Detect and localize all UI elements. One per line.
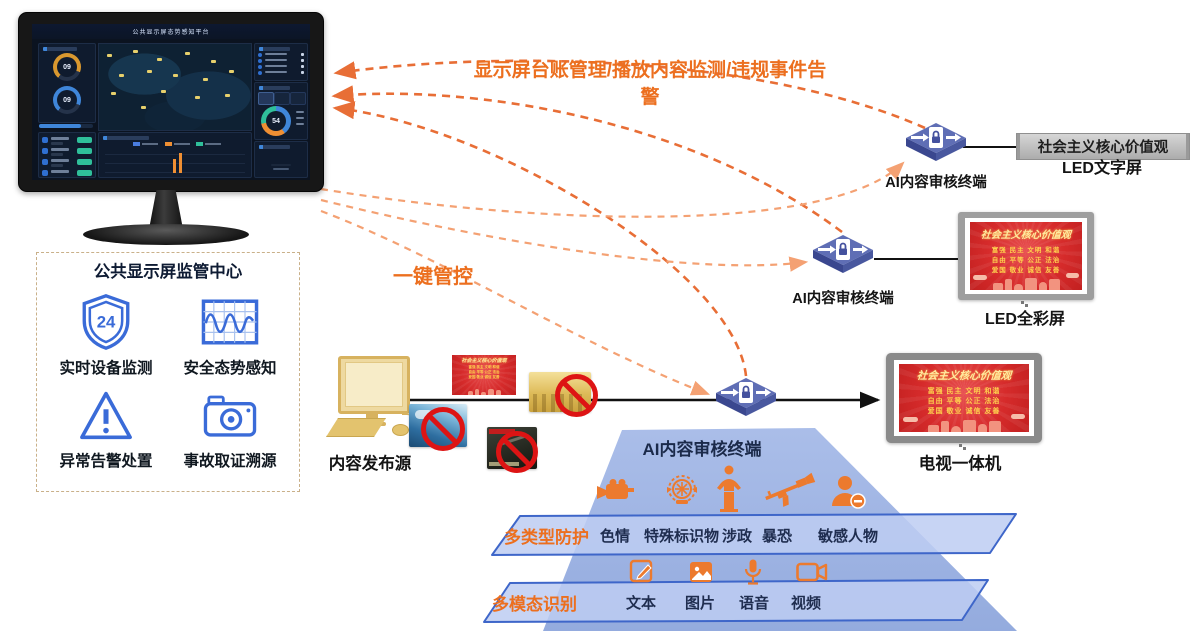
led-text-label: LED文字屏 xyxy=(1061,160,1142,177)
led-color-stand xyxy=(1021,301,1030,308)
control-arrow-1 xyxy=(320,161,905,218)
feature-security-awareness: 安全态势感知 xyxy=(175,293,285,378)
alarm-chart-panel xyxy=(98,132,252,178)
emblem-icon xyxy=(667,475,697,504)
modality-label: 多模态识别 xyxy=(492,595,577,614)
led-text-sign: 社会主义核心价值观 xyxy=(1016,133,1190,160)
source-keyboard xyxy=(326,418,386,437)
tv-screen: 社会主义核心价值观 富强 民主 文明 和谐 自由 平等 公正 法治 爱国 敬业 … xyxy=(886,353,1042,443)
protection-item-symbols: 特殊标识物 xyxy=(644,528,720,545)
protection-label: 多类型防护 xyxy=(504,528,589,547)
svg-text:24: 24 xyxy=(97,313,116,332)
progress-bar xyxy=(39,124,93,128)
mini-poster: 社会主义核心价值观 富强 民主 文明 和谐 自由 平等 公正 法治 爱国 敬业 … xyxy=(452,355,516,395)
gauge-offline: 09 xyxy=(53,86,81,114)
bar-1 xyxy=(173,159,176,173)
feature-realtime-monitoring: 24 实时设备监测 xyxy=(51,293,161,378)
bar-2 xyxy=(179,153,182,173)
monitor-arrow-2 xyxy=(331,85,843,234)
control-arrow-2 xyxy=(320,198,809,272)
ai-switch-1 xyxy=(906,123,966,161)
feature-label: 实时设备监测 xyxy=(59,360,153,377)
tv-stand xyxy=(959,444,968,451)
blocked-image-sea xyxy=(409,404,467,451)
protection-item-sensitive: 敏感人物 xyxy=(818,528,879,545)
podium-person-icon xyxy=(717,465,741,512)
camera-icon xyxy=(203,395,257,437)
monitor-arrow-3 xyxy=(332,101,748,377)
map-panel xyxy=(98,43,252,131)
map-markers xyxy=(107,54,112,57)
core-values-poster-tv: 社会主义核心价值观 富强 民主 文明 和谐 自由 平等 公正 法治 爱国 敬业 … xyxy=(899,364,1029,432)
supervision-title: 公共显示屏监管中心 xyxy=(93,263,243,281)
feature-label: 异常告警处置 xyxy=(59,453,153,470)
top-caption: 显示屏台账管理/播放内容监测/违规事件告警 xyxy=(473,60,827,108)
core-values-poster: 社会主义核心价值观 富强 民主 文明 和谐 自由 平等 公正 法治 爱国 敬业 … xyxy=(970,222,1082,290)
chart-legend xyxy=(133,142,223,147)
switch1-label: AI内容审核终端 xyxy=(885,175,987,191)
tv-label: 电视一体机 xyxy=(918,455,1002,473)
switch2-label: AI内容审核终端 xyxy=(792,291,894,307)
content-source-computer xyxy=(326,356,418,448)
monitor-arrow-1 xyxy=(333,59,926,130)
shield-24-icon: 24 xyxy=(82,294,130,350)
content-source-label: 内容发布源 xyxy=(328,455,412,473)
image-icon xyxy=(690,562,712,582)
ai-switch-3 xyxy=(716,378,776,416)
dashboard-screen: 公共显示屏态势感知平台 09 09 xyxy=(32,24,310,180)
blocked-image-weapons xyxy=(487,427,538,473)
dashboard-header: 公共显示屏态势感知平台 xyxy=(32,24,310,39)
dashboard-title: 公共显示屏态势感知平台 xyxy=(132,30,210,36)
alarm-donut: 54 xyxy=(261,106,291,136)
modality-band xyxy=(483,579,989,623)
supervision-center-box: 公共显示屏监管中心 24 实时设备监测 安全态势感知 xyxy=(36,252,300,492)
microphone-icon xyxy=(744,559,762,585)
ai-switch-2 xyxy=(813,235,873,273)
camcorder-icon xyxy=(597,479,634,499)
protection-band xyxy=(491,513,1017,556)
feature-label: 安全态势感知 xyxy=(183,360,277,377)
device-stats-panel: 09 09 xyxy=(38,43,96,123)
modality-item-audio: 语音 xyxy=(739,595,770,612)
modality-item-video: 视频 xyxy=(791,595,822,612)
video-icon xyxy=(796,562,828,582)
blocked-image-city xyxy=(529,372,598,417)
person-minus-icon xyxy=(832,476,866,509)
ban-icon xyxy=(555,374,598,417)
warning-triangle-icon xyxy=(80,391,132,440)
feature-evidence-tracing: 事故取证溯源 xyxy=(175,388,285,471)
gauge-online: 09 xyxy=(53,53,81,81)
rifle-icon xyxy=(765,472,816,507)
feature-alarm-handling: 异常告警处置 xyxy=(51,388,161,471)
text-edit-icon xyxy=(629,559,653,583)
led-color-screen: 社会主义核心价值观 富强 民主 文明 和谐 自由 平等 公正 法治 爱国 敬业 … xyxy=(958,212,1094,300)
monitor-bezel: 公共显示屏态势感知平台 09 09 xyxy=(18,12,324,192)
funnel-title: AI内容审核终端 xyxy=(642,440,762,459)
ban-icon xyxy=(496,431,538,473)
modality-item-text: 文本 xyxy=(626,595,657,612)
protection-item-politics: 涉政 xyxy=(722,528,753,545)
protection-item-terror: 暴恐 xyxy=(762,528,793,545)
control-arrow-3 xyxy=(320,209,711,396)
monitor-base xyxy=(83,224,249,245)
alarm-stats-panel xyxy=(254,43,308,81)
ban-icon xyxy=(421,407,465,451)
feature-label: 事故取证溯源 xyxy=(183,453,277,470)
modality-item-image: 图片 xyxy=(685,595,716,612)
waveform-icon xyxy=(201,299,259,345)
source-mouse xyxy=(392,424,409,436)
one-key-caption: 一键管控 xyxy=(393,266,473,288)
source-monitor xyxy=(338,356,410,414)
protection-item-porn: 色情 xyxy=(600,528,631,545)
device-list-panel xyxy=(38,132,96,178)
alarm-type-panel: 54 xyxy=(254,82,308,140)
led-color-label: LED全彩屏 xyxy=(984,311,1065,328)
alarm-list-panel xyxy=(254,141,308,178)
